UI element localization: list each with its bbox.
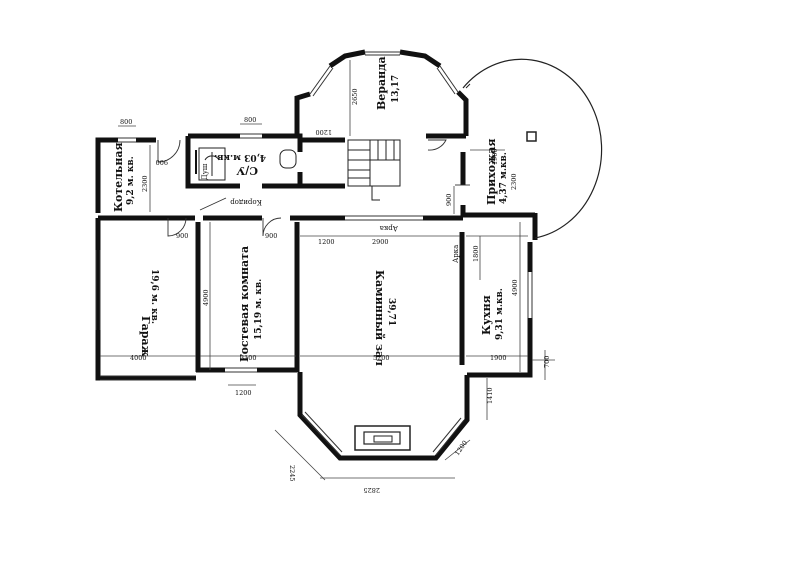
bath-name: С/У — [236, 164, 258, 177]
shower-label: Душ — [201, 163, 209, 180]
dim-5200: 5200 — [373, 354, 390, 362]
dim-2300-b: 2300 — [510, 173, 518, 190]
bath-area: 4,03 м.кв. — [214, 152, 266, 162]
hall-name: Прихожая — [485, 139, 498, 206]
dim-800-b: 800 — [244, 116, 256, 124]
guest-room-name: Гостевая комната — [238, 246, 251, 362]
dim-1800: 1800 — [472, 245, 480, 262]
hall-area: 4,37 м.кв. — [499, 152, 509, 204]
arch-label-top: Арка — [380, 224, 398, 232]
dim-4900-b: 4900 — [511, 279, 519, 296]
living-room-name: Каминный зал — [373, 270, 386, 366]
dim-1900-b: 1900 — [490, 354, 507, 362]
dim-900-c: 900 — [265, 232, 277, 240]
dim-1900-a: 1900 — [491, 148, 499, 165]
dim-3100: 3100 — [240, 354, 257, 362]
room-labels: Котельная 9,2 м. кв. С/У 4,03 м.кв. Душ … — [112, 56, 509, 366]
column-marker — [526, 131, 537, 142]
dim-4900-a: 4900 — [202, 289, 210, 306]
windows — [95, 51, 533, 456]
guest-room-area: 15,19 м. кв. — [254, 279, 264, 340]
dim-2825: 2825 — [363, 486, 380, 494]
living-room-area: 39,71 — [386, 298, 396, 326]
dim-1200-c: 1200 — [235, 389, 252, 397]
dim-1410: 1410 — [486, 387, 494, 404]
dimension-lines — [100, 60, 555, 481]
veranda-area: 13,17 — [391, 75, 401, 103]
dim-700: 700 — [543, 356, 551, 368]
dim-2650: 2650 — [351, 88, 359, 105]
dim-900-a: 900 — [156, 158, 168, 166]
kitchen-name: Кухня — [480, 295, 493, 335]
dim-4000: 4000 — [130, 354, 147, 362]
terrace-arc — [462, 58, 603, 239]
staircase — [347, 139, 401, 201]
dim-900-d: 900 — [445, 194, 453, 206]
dim-1200-b: 1200 — [318, 238, 335, 246]
corridor-label: Коридор — [230, 198, 262, 206]
exterior-walls — [95, 49, 538, 461]
kitchen-area: 9,31 м.кв. — [495, 288, 505, 340]
boiler-room-area: 9,2 м. кв. — [126, 156, 136, 205]
dim-900-b: 900 — [176, 232, 188, 240]
bath-fixtures — [198, 147, 297, 181]
dim-2245: 2245 — [288, 465, 296, 482]
dim-2900: 2900 — [372, 238, 389, 246]
boiler-room-name: Котельная — [112, 142, 125, 212]
garage-name: Гараж — [139, 316, 152, 357]
dim-2300-a: 2300 — [141, 175, 149, 192]
doors — [157, 139, 470, 237]
arch-label-side: Арка — [452, 245, 460, 263]
veranda-name: Веранда — [375, 56, 388, 110]
garage-area: 19,6 м. кв. — [149, 269, 159, 324]
dim-1200-d: 1200 — [453, 439, 469, 457]
dim-1200-a: 1200 — [315, 128, 332, 136]
fireplace-icon — [354, 425, 411, 451]
dim-800-a: 800 — [120, 118, 132, 126]
